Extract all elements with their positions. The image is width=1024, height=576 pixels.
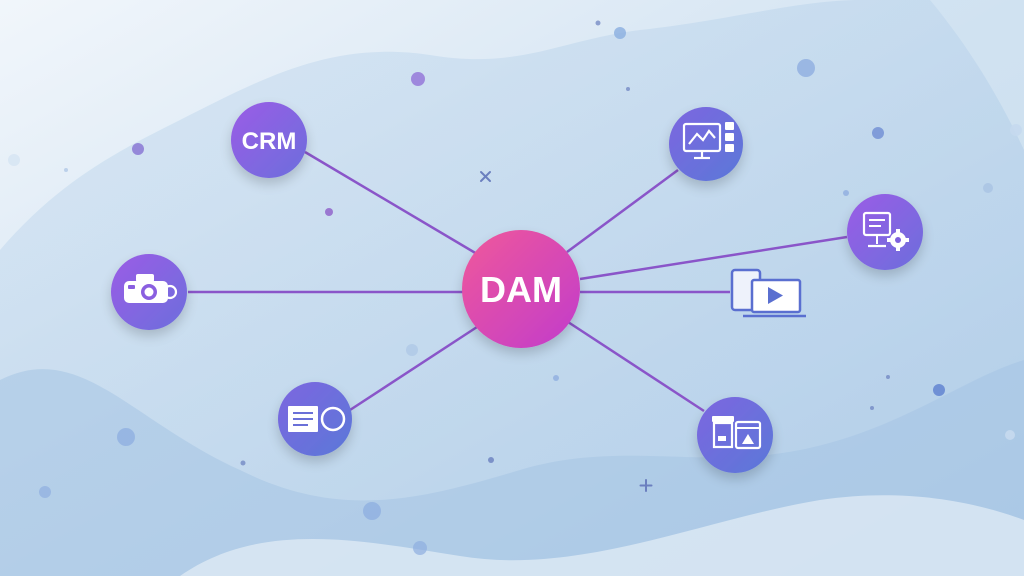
- devices-video-icon: [730, 268, 806, 318]
- storefront-icon: [712, 416, 762, 450]
- node-analytics[interactable]: [669, 107, 743, 181]
- monitor-chart-icon: [682, 122, 722, 160]
- node-devices[interactable]: [730, 268, 806, 318]
- connector-server-settings: [579, 235, 848, 281]
- camera-icon: [124, 274, 178, 303]
- decorative-marks: [480, 171, 653, 492]
- connector-content: [349, 325, 478, 412]
- hub-label: DAM: [480, 269, 562, 310]
- document-circle-icon: [288, 406, 346, 432]
- node-commerce[interactable]: [697, 397, 773, 473]
- background-wave-right: [930, 0, 1024, 150]
- chart-bars-icon: [725, 122, 734, 152]
- connector-analytics: [566, 168, 679, 254]
- node-content[interactable]: [278, 382, 352, 456]
- background-wave-bottom: [180, 495, 1024, 576]
- server-gear-icon: [862, 211, 909, 251]
- connector-crm: [304, 150, 478, 256]
- connector-commerce: [567, 320, 705, 413]
- hub-dam[interactable]: DAM: [462, 230, 580, 348]
- node-camera[interactable]: [111, 254, 187, 330]
- node-crm[interactable]: CRM: [231, 102, 307, 178]
- node-crm-label: CRM: [242, 128, 297, 155]
- connectors: [188, 150, 848, 413]
- decorative-dots: [8, 20, 1022, 555]
- node-server-settings[interactable]: [847, 194, 923, 270]
